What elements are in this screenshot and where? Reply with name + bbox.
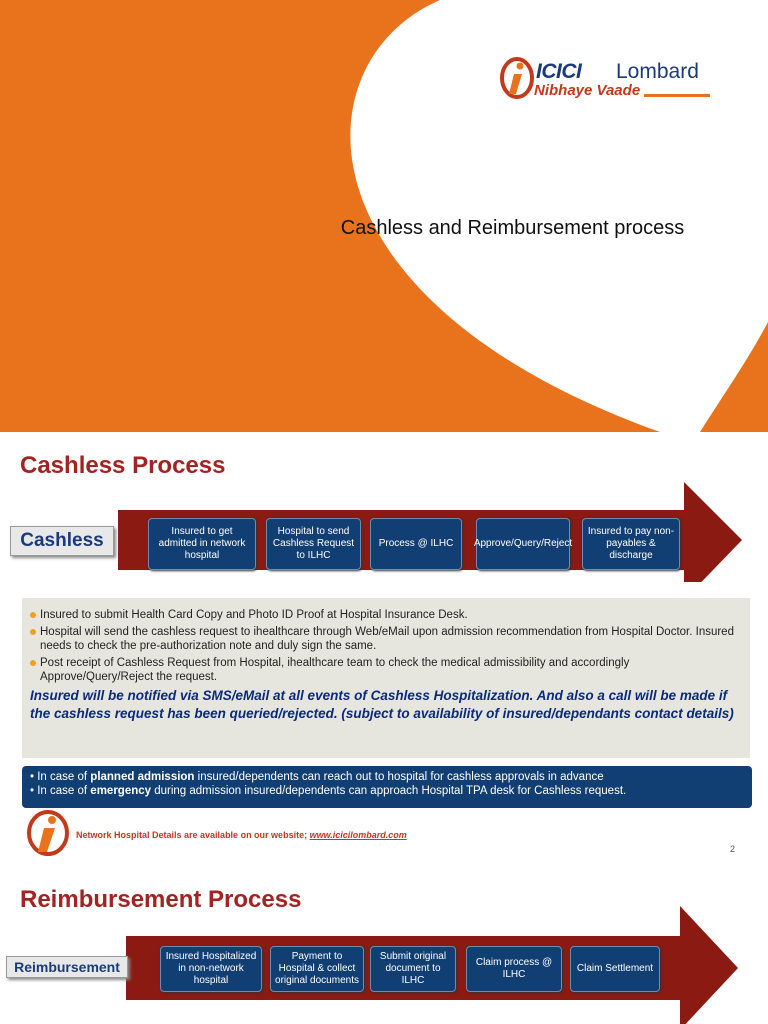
cashless-step-4: Approve/Query/Reject [474, 518, 572, 570]
orange-swoosh-background [0, 0, 768, 432]
bullet-dot-icon [30, 612, 36, 618]
notification-note: Insured will be notified via SMS/eMail a… [30, 688, 734, 721]
reimbursement-label: Reimbursement [6, 956, 128, 978]
reimbursement-step-4: Claim process @ ILHC [466, 946, 562, 992]
reimbursement-process-arrow [126, 906, 738, 1024]
cashless-step-3: Process @ ILHC [370, 518, 462, 570]
cashless-step-5: Insured to pay non-payables & discharge [582, 518, 680, 570]
footer: Network Hospital Details are available o… [26, 810, 726, 856]
bullet-item: Insured to submit Health Card Copy and P… [30, 608, 742, 622]
icici-lombard-logo: ICICI Lombard Nibhaye Vaade [500, 54, 715, 104]
reimbursement-step-2: Payment to Hospital & collect original d… [270, 946, 364, 992]
admission-info-box: • In case of planned admission insured/d… [22, 766, 752, 808]
logo-tagline: Nibhaye Vaade [534, 82, 641, 99]
bullet-dot-icon [30, 629, 36, 635]
reimbursement-step-5: Claim Settlement [570, 946, 660, 992]
icici-i-logo-icon [500, 57, 534, 99]
cashless-label: Cashless [10, 526, 114, 556]
cashless-step-2: Hospital to send Cashless Request to ILH… [266, 518, 361, 570]
cashless-bullet-list: Insured to submit Health Card Copy and P… [22, 598, 750, 758]
info-line-planned: • In case of planned admission insured/d… [30, 771, 604, 783]
cashless-slide: Cashless Process Cashless Insured to get… [0, 432, 768, 864]
logo-underline [644, 94, 710, 97]
bullet-item: Hospital will send the cashless request … [30, 625, 742, 653]
footer-text: Network Hospital Details are available o… [76, 830, 407, 840]
logo-brand-text-2: Lombard [616, 60, 699, 83]
icici-i-logo-icon [27, 810, 69, 856]
bullet-dot-icon [30, 660, 36, 666]
cashless-heading: Cashless Process [20, 452, 226, 479]
slide-title: Cashless and Reimbursement process [340, 217, 685, 239]
title-slide: ICICI Lombard Nibhaye Vaade Cashless and… [0, 0, 768, 432]
bullet-item: Post receipt of Cashless Request from Ho… [30, 656, 742, 684]
info-line-emergency: • In case of emergency during admission … [30, 785, 627, 797]
website-link[interactable]: www.icicilombard.com [309, 830, 407, 840]
reimbursement-step-3: Submit original document to ILHC [370, 946, 456, 992]
cashless-step-1: Insured to get admitted in network hospi… [148, 518, 256, 570]
reimbursement-heading: Reimbursement Process [20, 886, 302, 913]
page-number: 2 [730, 844, 736, 854]
logo-brand-text: ICICI [536, 60, 582, 83]
reimbursement-step-1: Insured Hospitalized in non-network hosp… [160, 946, 262, 992]
reimbursement-slide: Reimbursement Process Reimbursement Insu… [0, 864, 768, 1024]
